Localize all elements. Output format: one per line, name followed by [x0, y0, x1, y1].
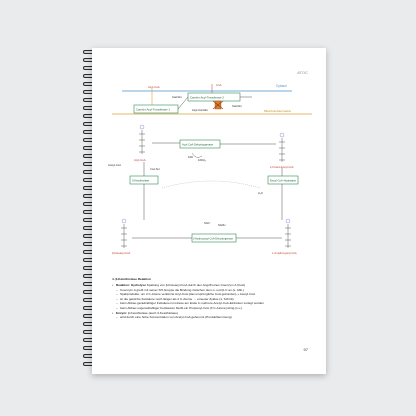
sub-item: Coenzym A greift mit seiner SH-Gruppe di… [112, 288, 312, 293]
bullet-item: Reaktion: Hydrolyse Spaltung von β-Ketoa… [112, 283, 312, 288]
fad-label: FAD [188, 155, 193, 159]
transferase-1-label: Carnitin-Acyl-Transferase 1 [136, 108, 170, 112]
arrow-fad-cycle [191, 152, 203, 158]
matrix-label: Mitochondrienmatrix [264, 109, 292, 113]
notebook-page: ATOC Cytosol Mitochondrienmatrix Carniti… [92, 48, 326, 374]
molecule-ketoacyl-coa [121, 218, 127, 248]
carnitin-label-left: Carnitin [172, 95, 182, 99]
molecule-enoyl-coa [279, 132, 285, 162]
thiolase-label: 3-Ketothiolase [132, 179, 150, 183]
dehydrogenase-1-label: Acyl-CoA-Dehydrogenase [182, 143, 214, 147]
bullet-rest: β-Ketothiolase (auch 3-Ketothiolase) [127, 310, 178, 315]
fadh2-label: FADH₂ [198, 158, 206, 162]
acyl-coa-molecule-label: Acyl-CoA [134, 158, 146, 162]
hydratase-box [267, 175, 299, 185]
h2o-label: H₂O [258, 191, 263, 195]
coa-sh-label: CoA-SH [150, 167, 160, 171]
arrow-transfer-1-2 [177, 96, 189, 110]
hydroxyacyl-coa-label: L-3-Hydroxyacyl-CoA [272, 251, 297, 255]
molecule-acyl-coa [139, 124, 145, 154]
spiral-binding [83, 50, 99, 372]
sub-item: beim Abbau geradzahliger Fettsäuren ist … [112, 301, 312, 306]
transporter-cross-line-b [212, 100, 224, 110]
ketoacyl-coa-label: β-Ketoacyl-CoA [112, 251, 130, 255]
bullet-lead: Reaktion: Hydrolyse [116, 283, 146, 288]
text-section: 4. β-Ketothiolase Reaktion Reaktion: Hyd… [112, 277, 312, 320]
transferase-2-label: Carnitin-Acyl-Transferase 2 [190, 96, 224, 100]
nad-label: NAD⁺ [204, 221, 211, 225]
page-number: 97 [303, 347, 308, 352]
nadh-label: NADH [218, 223, 225, 227]
bullet-rest: Spaltung von β-Ketoacyl-CoA durch den An… [145, 283, 246, 288]
sub-item: ist die gekürzte Fettsäure noch länger a… [112, 297, 312, 302]
section-title: 4. β-Ketothiolase Reaktion [112, 277, 151, 281]
sub-item: wird durch eine hohe Konzentration von A… [112, 315, 312, 320]
bullet-lead: Enzym: [116, 310, 128, 315]
acyl-carnitin-label: Acyl-Carnitin [192, 108, 208, 112]
cytosol-label: Cytosol [276, 84, 287, 88]
dehydrogenase-2-label: 3-Hydroxyacyl-CoA-Dehydrogenase [193, 238, 234, 241]
sub-item: beim Abbau ungeradzahliger Fettsäuren bl… [112, 306, 312, 311]
beta-oxidation-diagram: Cytosol Mitochondrienmatrix Carnitin-Acy… [108, 83, 312, 255]
enoyl-coa-label: 2,3-trans-Enoyl-CoA [270, 165, 294, 169]
sub-item: Spaltprodukte: um 2 C-Atome verkürzte Ac… [112, 292, 312, 297]
acetyl-coa-label: Acetyl-CoA [108, 163, 121, 167]
coa-label-top: CoA [216, 83, 222, 87]
cycle-arc [161, 180, 261, 189]
molecule-hydroxyacyl-coa [285, 218, 291, 248]
page-header-label: ATOC [297, 70, 308, 75]
acyl-coa-label-top: Acyl-CoA [148, 85, 160, 89]
bullet-item: Enzym: β-Ketothiolase (auch 3-Ketothiola… [112, 311, 312, 316]
carnitin-label-right: Carnitin [232, 104, 242, 108]
hydratase-label: Enoyl-CoA-Hydratase [270, 179, 296, 183]
text-items: Reaktion: Hydrolyse Spaltung von β-Ketoa… [112, 283, 312, 320]
